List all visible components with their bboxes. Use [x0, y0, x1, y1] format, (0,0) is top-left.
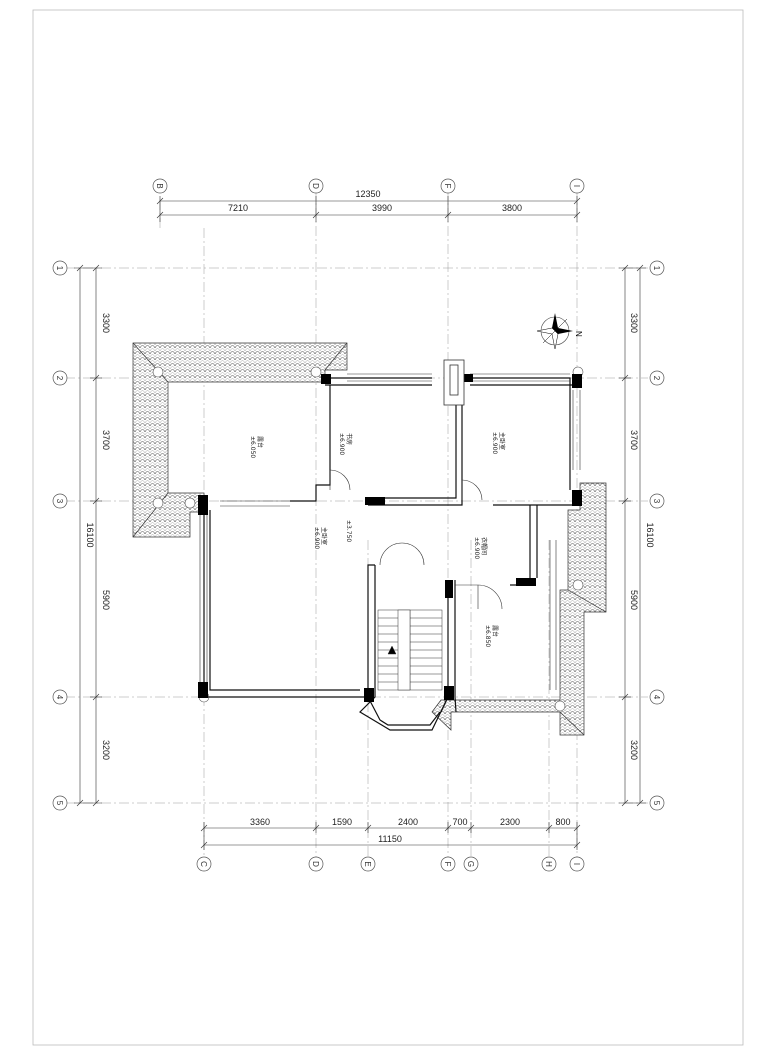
room-d-elev: ±6.900: [313, 527, 320, 549]
axis-bubble-F-top: F: [443, 184, 452, 189]
top-dim-seg-2: 3990: [372, 203, 392, 213]
left-dim-seg-3: 5900: [101, 590, 111, 610]
right-dimension-chain: [619, 264, 646, 807]
axis-bubble-1-left: 1: [55, 266, 64, 271]
doors: [329, 469, 503, 610]
bottom-dim-seg-2: 1590: [332, 817, 352, 827]
axis-bubble-I-top: I: [572, 185, 581, 187]
bottom-dim-seg-4: 700: [452, 817, 467, 827]
north-label: N: [574, 331, 583, 337]
axis-bubble-4-left: 4: [55, 695, 64, 700]
top-dim-seg-1: 7210: [228, 203, 248, 213]
left-dim-total: 16100: [85, 522, 95, 547]
axis-bubble-5-right: 5: [652, 801, 661, 806]
top-dim-seg-3: 3800: [502, 203, 522, 213]
bottom-dim-seg-1: 3360: [250, 817, 270, 827]
axis-bubble-G: G: [466, 861, 475, 867]
axis-bubble-I-bottom: I: [572, 863, 581, 865]
right-dim-seg-4: 3200: [629, 740, 639, 760]
north-arrow-icon: [536, 313, 573, 350]
bottom-dimension-chain: [200, 822, 581, 850]
room-labels: 露台 ±6.050 书房 ±6.900 主卧室 ±6.900 主卧室 ±6.90…: [249, 432, 506, 647]
axis-bubble-D-bottom: D: [311, 861, 320, 867]
room-a-name: 露台: [256, 436, 264, 448]
room-b-name: 书房: [345, 433, 353, 445]
left-dim-seg-2: 3700: [101, 430, 111, 450]
room-b-elev: ±6.900: [338, 433, 345, 455]
axis-bubble-C: C: [199, 861, 208, 867]
top-dim-total: 12350: [355, 189, 380, 199]
room-c-elev: ±6.900: [491, 432, 498, 454]
downpipe-markers: [152, 366, 584, 712]
walls: [203, 377, 577, 731]
stair: [377, 609, 443, 691]
axis-bubble-3-left: 3: [55, 499, 64, 504]
right-dim-seg-3: 5900: [629, 590, 639, 610]
windows: [199, 373, 581, 690]
axis-bubble-D-top: D: [311, 183, 320, 189]
right-dim-seg-1: 3300: [629, 313, 639, 333]
bottom-axis-bubbles: [196, 856, 585, 872]
left-dim-seg-1: 3300: [101, 313, 111, 333]
top-axis-bubbles: [152, 178, 585, 194]
room-f-elev: ±6.900: [473, 537, 480, 559]
left-dimension-chain: [74, 264, 102, 807]
room-g-elev: ±6.850: [484, 625, 491, 647]
axis-bubble-1-right: 1: [652, 266, 661, 271]
row-axis-bubbles: [52, 260, 665, 811]
axis-bubble-4-right: 4: [652, 695, 661, 700]
right-dim-total: 16100: [645, 522, 655, 547]
axis-bubble-2-left: 2: [55, 376, 64, 381]
axis-bubble-F-bottom: F: [443, 862, 452, 867]
axis-bubble-2-right: 2: [652, 376, 661, 381]
axis-bubble-5-left: 5: [55, 801, 64, 806]
bottom-dim-seg-3: 2400: [398, 817, 418, 827]
room-g-name: 露台: [491, 625, 499, 637]
bottom-dim-total: 11150: [378, 834, 402, 844]
room-a-elev: ±6.050: [249, 436, 256, 458]
top-dimension-chain: [156, 196, 581, 222]
sheet-border: [32, 9, 744, 1046]
roof-tiles: [132, 342, 607, 736]
axis-bubble-H: H: [544, 861, 553, 867]
room-f-name: 衣帽间: [480, 537, 488, 555]
axis-bubble-B: B: [155, 183, 164, 188]
left-dim-seg-4: 3200: [101, 740, 111, 760]
right-dim-seg-2: 3700: [629, 430, 639, 450]
room-c-name: 主卧室: [498, 432, 506, 450]
duct: [443, 359, 465, 406]
bottom-dim-seg-5: 2300: [500, 817, 520, 827]
room-d-name: 主卧室: [320, 527, 328, 545]
bottom-dim-seg-6: 800: [555, 817, 570, 827]
axis-bubble-3-right: 3: [652, 499, 661, 504]
room-e-name: ±3.750: [345, 520, 352, 542]
axis-bubble-E: E: [363, 861, 372, 866]
